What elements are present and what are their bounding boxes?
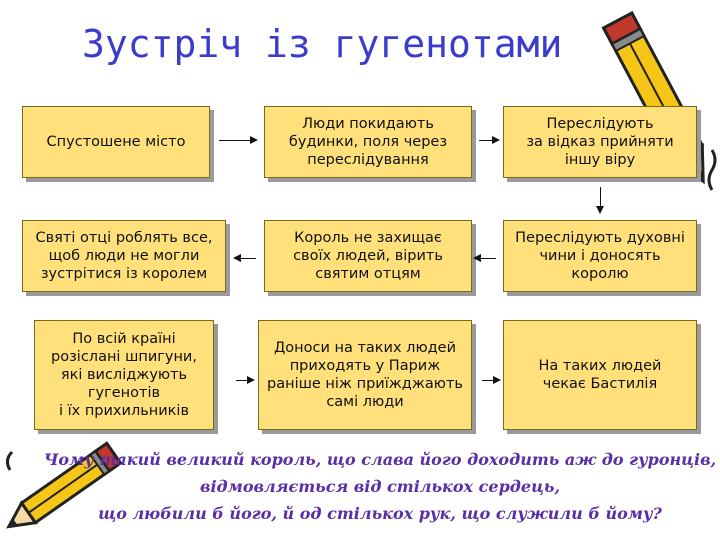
quote-text: Чому такий великий король, що слава його…	[40, 446, 720, 527]
arrow-right	[219, 140, 251, 141]
box-persecuted-faith: Переслідують за відказ прийняти іншу вір…	[503, 106, 697, 178]
arrow-head	[250, 136, 258, 144]
arrow-head	[247, 376, 255, 384]
arrow-left	[240, 258, 256, 259]
box-clergy-report: Переслідують духовні чини і доносять кор…	[503, 220, 697, 292]
arrow-head	[493, 376, 501, 384]
box-king-not-protect: Король не захищає своїх людей, вірить св…	[264, 220, 472, 292]
box-bastille: На таких людей чекає Бастилія	[503, 320, 697, 430]
box-ruined-city: Спустошене місто	[22, 106, 210, 178]
arrow-head	[233, 254, 241, 262]
arrow-down	[600, 187, 601, 207]
box-holy-fathers: Святі отці роблять все, щоб люди не могл…	[22, 220, 226, 292]
arrow-head	[473, 254, 481, 262]
box-people-leave: Люди покидають будинки, поля через перес…	[264, 106, 472, 178]
box-reports-paris: Доноси на таких людей приходять у Париж …	[258, 320, 472, 430]
arrow-left	[480, 258, 496, 259]
page-title: Зустріч із гугенотами	[82, 22, 562, 66]
arrow-head	[492, 136, 500, 144]
arrow-head	[596, 206, 604, 214]
box-spies: По всій країні розіслані шпигуни, які ви…	[34, 320, 214, 430]
